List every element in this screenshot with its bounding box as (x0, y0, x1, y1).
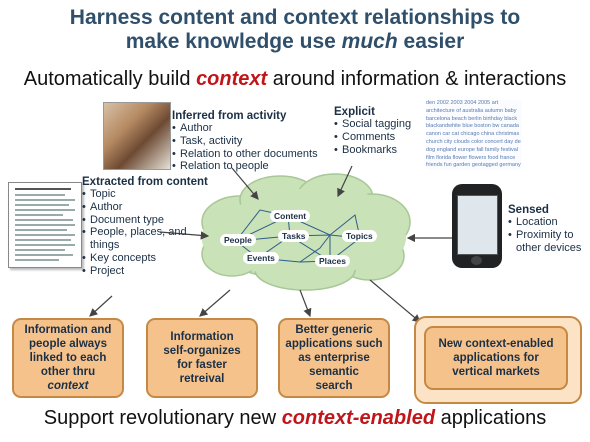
box-line: Information and (24, 324, 112, 336)
tag-cloud-text: den 2002 2003 2004 2005 art architecture… (426, 100, 521, 169)
list-item: Location (508, 216, 588, 229)
node-places: Places (315, 255, 350, 267)
title-line-2-emphasis: much (341, 30, 398, 53)
list-item: Project (82, 265, 212, 278)
list-item: Author (172, 122, 352, 135)
bottom-tagline: Support revolutionary new context-enable… (0, 407, 590, 430)
bottom-prefix: Support revolutionary new (43, 407, 282, 429)
extracted-block: Extracted from content Topic Author Docu… (82, 176, 212, 278)
title-line-2-prefix: make knowledge use (125, 30, 342, 53)
list-item: Document type (82, 214, 212, 227)
box-line: other thru (40, 366, 96, 378)
document-thumbnail (8, 182, 82, 268)
inferred-list: Author Task, activity Relation to other … (172, 122, 352, 173)
node-content: Content (270, 210, 311, 222)
explicit-list: Social tagging Comments Bookmarks (334, 118, 430, 156)
list-item: Key concepts (82, 252, 212, 265)
box-line: for faster (177, 359, 227, 371)
subtitle-suffix: around information & interactions (267, 68, 567, 90)
box-emphasis: context (47, 380, 89, 392)
bottom-highlight: context-enabled (281, 407, 436, 429)
list-item: Bookmarks (334, 144, 430, 157)
box-line: applications such (285, 338, 383, 350)
bottom-suffix: applications (435, 407, 547, 429)
list-item: Comments (334, 131, 430, 144)
subtitle-prefix: Automatically build (23, 68, 197, 90)
extracted-title: Extracted from content (82, 176, 208, 188)
outcome-box-vertical-markets: New context-enabled applications for ver… (424, 326, 568, 390)
list-item: Author (82, 201, 212, 214)
tag-cloud-image: den 2002 2003 2004 2005 art architecture… (426, 100, 522, 170)
smartphone-icon (452, 184, 502, 268)
list-item: Task, activity (172, 135, 352, 148)
list-item: Proximity to other devices (508, 229, 588, 255)
box-line: as enterprise (298, 352, 370, 364)
node-tasks: Tasks (278, 230, 310, 242)
inferred-title: Inferred from activity (172, 110, 287, 122)
list-item: Social tagging (334, 118, 430, 131)
box-line: vertical markets (452, 366, 540, 378)
box-line: people always (29, 338, 107, 350)
phone-home-button (471, 256, 482, 265)
subtitle: Automatically build context around infor… (0, 68, 590, 91)
node-events: Events (243, 252, 279, 264)
sensed-title: Sensed (508, 204, 549, 216)
phone-screen (457, 195, 498, 255)
outcome-box-linked: Information and people always linked to … (12, 318, 124, 398)
explicit-title: Explicit (334, 106, 375, 118)
box-line: linked to each (29, 352, 107, 364)
box-line: search (315, 380, 353, 392)
inferred-block: Inferred from activity Author Task, acti… (172, 110, 352, 173)
outcome-box-generic-apps: Better generic applications such as ente… (278, 318, 390, 398)
node-people: People (220, 234, 256, 246)
box-line: applications for (453, 352, 539, 364)
sensed-block: Sensed Location Proximity to other devic… (508, 204, 588, 254)
node-topics: Topics (342, 230, 377, 242)
explicit-block: Explicit Social tagging Comments Bookmar… (334, 106, 430, 156)
title-line-1: Harness content and context relationship… (69, 6, 521, 29)
list-item: People, places, and things (82, 226, 212, 252)
box-line: retreival (179, 373, 225, 385)
outcome-box-self-organizes: Information self-organizes for faster re… (146, 318, 258, 398)
box-line: New context-enabled (438, 338, 554, 350)
list-item: Relation to people (172, 160, 352, 173)
subtitle-highlight: context (196, 68, 268, 90)
list-item: Relation to other documents (172, 148, 352, 161)
slide-title: Harness content and context relationship… (0, 6, 590, 54)
box-line: Better generic (295, 324, 373, 336)
extracted-list: Topic Author Document type People, place… (82, 188, 212, 278)
box-line: semantic (309, 366, 359, 378)
sensed-list: Location Proximity to other devices (508, 216, 588, 254)
box-line: self-organizes (163, 345, 241, 357)
list-item: Topic (82, 188, 212, 201)
title-line-2-suffix: easier (397, 30, 465, 53)
title-line-2: make knowledge use much easier (0, 30, 590, 54)
woman-at-computer-photo (103, 102, 171, 170)
box-line: Information (170, 331, 234, 343)
